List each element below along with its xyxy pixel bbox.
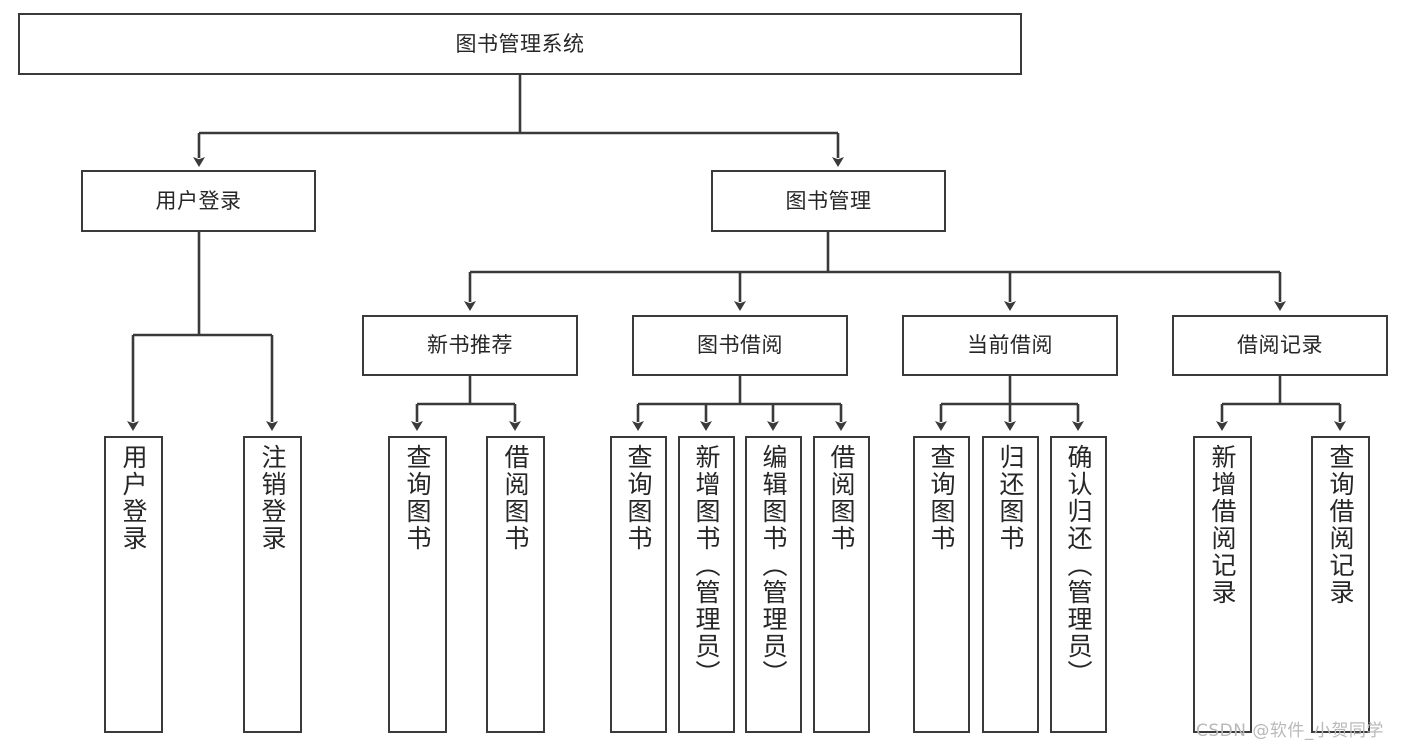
node-label: 查询图书	[403, 444, 432, 552]
node-label: 用户登录	[155, 188, 242, 213]
leaf-record-query[interactable]: 查询借阅记录	[1311, 436, 1370, 733]
leaf-new-book-query[interactable]: 查询图书	[388, 436, 447, 733]
node-label: 归还图书	[996, 444, 1025, 552]
node-label: 查询借阅记录	[1326, 444, 1355, 606]
node-label: 编辑图书（管理员）	[759, 444, 788, 687]
node-label: 用户登录	[119, 444, 148, 552]
node-label: 查询图书	[624, 444, 653, 552]
node-label: 借阅图书	[501, 444, 530, 552]
leaf-borrow-query-book[interactable]: 查询图书	[610, 436, 667, 733]
leaf-current-confirm-return-admin[interactable]: 确认归还（管理员）	[1050, 436, 1107, 733]
node-borrow-record[interactable]: 借阅记录	[1172, 315, 1388, 376]
csdn-watermark: CSDN @软件_小贺同学	[1196, 721, 1384, 741]
leaf-current-query-book[interactable]: 查询图书	[913, 436, 970, 733]
node-label: 注销登录	[258, 444, 287, 552]
leaf-user-login-signout[interactable]: 注销登录	[243, 436, 302, 733]
leaf-borrow-add-book-admin[interactable]: 新增图书（管理员）	[678, 436, 735, 733]
leaf-new-book-borrow[interactable]: 借阅图书	[486, 436, 545, 733]
leaf-user-login-signin[interactable]: 用户登录	[104, 436, 163, 733]
leaf-record-add[interactable]: 新增借阅记录	[1193, 436, 1252, 733]
node-label: 图书管理系统	[455, 31, 585, 56]
leaf-borrow-edit-book-admin[interactable]: 编辑图书（管理员）	[745, 436, 802, 733]
node-label: 新增借阅记录	[1208, 444, 1237, 606]
node-book-borrow[interactable]: 图书借阅	[632, 315, 848, 376]
node-label: 新书推荐	[427, 333, 513, 358]
node-label: 借阅图书	[827, 444, 856, 552]
node-label: 图书管理	[785, 188, 872, 213]
node-label: 当前借阅	[967, 333, 1053, 358]
node-user-login[interactable]: 用户登录	[81, 170, 316, 232]
node-label: 新增图书（管理员）	[692, 444, 721, 687]
leaf-borrow-borrow-book[interactable]: 借阅图书	[813, 436, 870, 733]
node-root-system[interactable]: 图书管理系统	[18, 13, 1022, 75]
node-label: 图书借阅	[697, 333, 783, 358]
node-current-borrow[interactable]: 当前借阅	[902, 315, 1118, 376]
node-label: 查询图书	[927, 444, 956, 552]
node-book-management[interactable]: 图书管理	[711, 170, 946, 232]
node-label: 确认归还（管理员）	[1064, 444, 1093, 687]
leaf-current-return-book[interactable]: 归还图书	[982, 436, 1039, 733]
node-new-book-recommend[interactable]: 新书推荐	[362, 315, 578, 376]
node-label: 借阅记录	[1237, 333, 1323, 358]
